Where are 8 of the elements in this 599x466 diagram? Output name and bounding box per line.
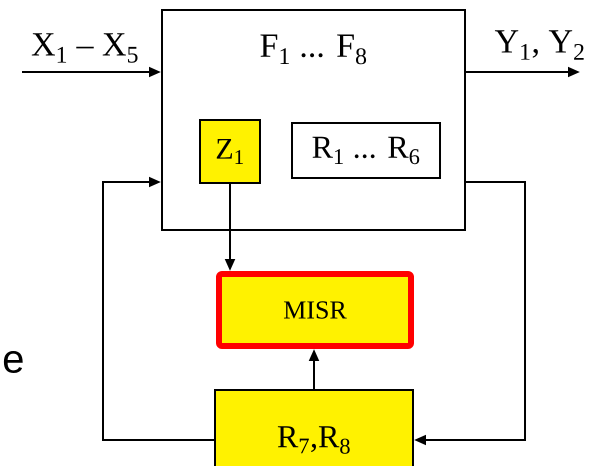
edge-label: X$_{1}$ – X$_{5}$ (30, 32, 140, 64)
register-box: Z$_{1}$ (199, 119, 261, 184)
edge-label: Y$_{1}$, Y$_{2}$ (494, 29, 586, 61)
misr-box: MISR (216, 271, 414, 349)
arrow (102, 176, 214, 441)
text-label: e (4, 351, 23, 373)
register-box: R$_{1}$ ... R$_{6}$ (291, 122, 441, 179)
register-box: R$_{7}$,R$_{8}$ (214, 389, 414, 466)
